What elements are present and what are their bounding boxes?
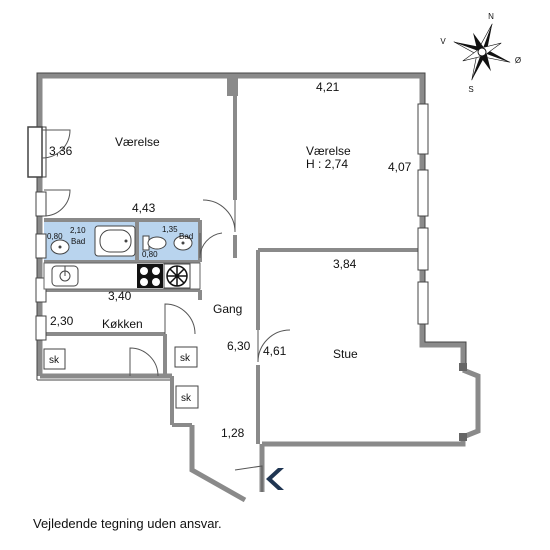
dim-stue-width: 3,84 <box>333 257 357 271</box>
room-label-bath-left: Bad <box>71 237 85 246</box>
compass-o: Ø <box>515 56 521 65</box>
dim-kitchen-width: 3,40 <box>108 289 132 303</box>
room-label-kitchen: Køkken <box>102 317 143 331</box>
bath-sink-left <box>50 239 70 255</box>
room-label-vaerelse-right: Værelse <box>306 144 351 158</box>
dim-stue-depth: 4,61 <box>263 344 287 358</box>
kitchen-sink <box>51 265 79 287</box>
compass-v: V <box>440 37 446 46</box>
room-height-label: H : 2,74 <box>306 157 348 171</box>
compass-n: N <box>488 12 494 21</box>
window-frame-left <box>27 126 43 178</box>
interior-walls <box>44 76 422 444</box>
wall-column <box>227 76 238 96</box>
dim-bad2-b: 0,80 <box>142 250 158 259</box>
dim-gang-length: 6,30 <box>227 339 251 353</box>
compass-s: S <box>468 85 473 94</box>
dim-bad1-b: 2,10 <box>70 226 86 235</box>
compass-rose-icon <box>453 23 511 81</box>
door-swings <box>41 129 291 492</box>
bathtub <box>94 225 136 257</box>
dim-bad2-a: 1,35 <box>162 225 178 234</box>
bay-window-corner-top <box>459 363 467 371</box>
room-label-living: Stue <box>333 347 358 361</box>
dim-vaerelse2-width: 4,21 <box>316 80 340 94</box>
dim-vaerelse1-width: 4,43 <box>132 201 156 215</box>
room-label-hall: Gang <box>213 302 242 316</box>
room-label-vaerelse-left: Værelse <box>115 135 160 149</box>
sk-cabinet-kitchen <box>43 348 66 370</box>
dim-gang-lower: 1,28 <box>221 426 245 440</box>
washing-machine <box>163 263 191 289</box>
disclaimer-text: Vejledende tegning uden ansvar. <box>33 516 222 531</box>
dim-vaerelse2-depth: 4,07 <box>388 160 412 174</box>
sk-label-kitchen: sk <box>49 355 60 366</box>
entrance-arrow-icon <box>266 468 284 490</box>
bath-sink-right <box>173 235 193 251</box>
sk-cabinet-hall-2 <box>175 385 199 409</box>
sk-cabinet-hall-1 <box>174 346 198 368</box>
sk-label-hall-1: sk <box>180 353 191 364</box>
bay-window-corner-bottom <box>459 433 467 441</box>
room-label-bath-right: Bad <box>179 232 193 241</box>
bay-window <box>462 367 481 440</box>
dim-kitchen-depth: 2,30 <box>50 314 74 328</box>
sk-label-hall-2: sk <box>181 393 192 404</box>
stove <box>137 264 163 288</box>
dim-bad1-a: 0,80 <box>47 232 63 241</box>
dim-vaerelse1-depth: 3,36 <box>49 144 73 158</box>
toilet <box>142 235 167 251</box>
